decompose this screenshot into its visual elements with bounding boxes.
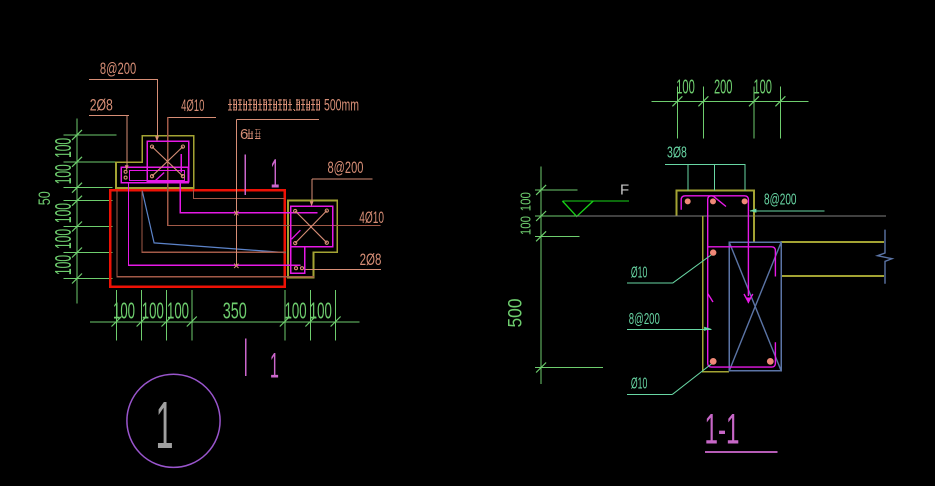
svg-text:8@200: 8@200 <box>100 59 136 78</box>
svg-text:Ø10: Ø10 <box>631 264 647 281</box>
svg-text:1-1: 1-1 <box>705 406 740 454</box>
svg-text:100: 100 <box>50 255 76 275</box>
svg-text:500: 500 <box>506 299 527 328</box>
svg-text:8@200: 8@200 <box>629 311 660 328</box>
svg-text:F: F <box>620 181 629 198</box>
svg-text:1: 1 <box>270 347 279 386</box>
svg-text:100: 100 <box>113 298 135 324</box>
svg-text:200: 200 <box>714 76 733 98</box>
svg-text:100: 100 <box>50 138 76 158</box>
svg-text:100: 100 <box>50 229 76 249</box>
svg-text:100: 100 <box>518 216 535 235</box>
svg-text:2Ø8: 2Ø8 <box>360 250 382 269</box>
svg-text:100: 100 <box>285 298 307 324</box>
svg-text:100: 100 <box>50 164 76 184</box>
svg-text:100: 100 <box>310 298 332 324</box>
svg-text:1: 1 <box>271 150 280 196</box>
svg-text:100: 100 <box>50 203 76 223</box>
svg-text:350: 350 <box>223 298 247 324</box>
svg-text:100: 100 <box>676 76 695 98</box>
svg-text:500mm: 500mm <box>324 95 359 114</box>
svg-text:3Ø8: 3Ø8 <box>667 145 687 162</box>
svg-text:4Ø10: 4Ø10 <box>181 96 204 115</box>
svg-text:50: 50 <box>35 191 54 205</box>
svg-text:6: 6 <box>240 126 248 143</box>
svg-text:8@200: 8@200 <box>764 192 797 209</box>
svg-text:Ø10: Ø10 <box>631 376 647 393</box>
svg-text:8@200: 8@200 <box>328 158 364 177</box>
svg-text:1: 1 <box>156 388 174 463</box>
svg-text:100: 100 <box>518 192 535 211</box>
svg-text:100: 100 <box>167 298 189 324</box>
svg-text:4Ø10: 4Ø10 <box>359 208 384 227</box>
svg-text:100: 100 <box>142 298 164 324</box>
svg-text:2Ø8: 2Ø8 <box>90 96 113 115</box>
svg-text:100: 100 <box>753 76 772 98</box>
